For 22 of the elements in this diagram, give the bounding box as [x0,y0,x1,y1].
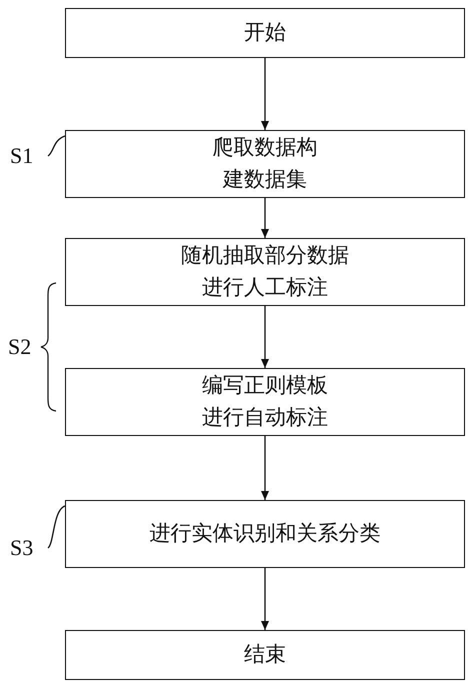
arrow [261,568,269,630]
process-box [65,500,465,568]
leader-line [48,135,66,156]
step-text: 编写正则模板进行自动标注 [201,373,329,431]
step-label: S3 [10,535,34,560]
step-text: 结束 [244,642,286,668]
step-text: 爬取数据构建数据集 [212,135,318,193]
step-text: 开始 [244,20,286,46]
arrow [261,58,269,130]
process-box [65,630,465,680]
process-box [65,368,465,436]
step-label: S2 [8,334,32,360]
step-text: 随机抽取部分数据进行人工标注 [180,243,350,301]
step-text: 进行实体识别和关系分类 [150,521,380,547]
process-box [65,8,465,58]
step-label: S1 [10,143,34,168]
arrow [261,198,269,238]
leader-line [48,505,66,548]
arrow [261,306,269,368]
process-box [65,130,465,198]
process-box [65,238,465,306]
arrow [261,436,269,500]
